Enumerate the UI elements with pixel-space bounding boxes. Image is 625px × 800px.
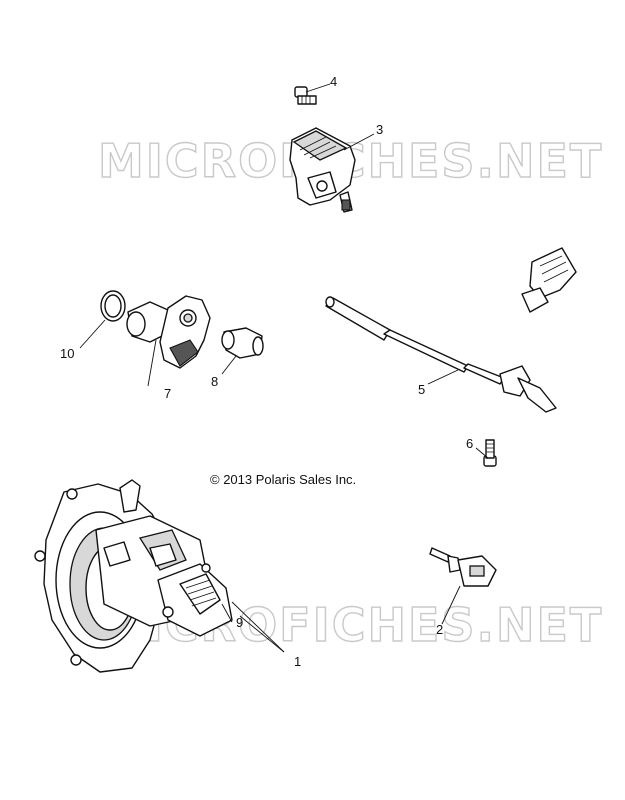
map-sensor-part-3 xyxy=(289,127,356,213)
leader-7 xyxy=(147,339,157,387)
leader-8 xyxy=(221,355,237,375)
sleeve-part-8 xyxy=(221,327,264,359)
temp-sensor-part-2 xyxy=(429,547,497,587)
callout-8: 8 xyxy=(211,374,218,389)
o-ring-part-10 xyxy=(100,290,126,322)
callout-5: 5 xyxy=(418,382,425,397)
callout-10: 10 xyxy=(60,346,74,361)
bolt-part-6 xyxy=(483,439,497,467)
leader-2 xyxy=(441,585,461,625)
callout-9: 9 xyxy=(236,615,243,630)
leader-1b xyxy=(239,615,285,653)
callout-3: 3 xyxy=(376,122,383,137)
leader-4 xyxy=(305,83,331,93)
leader-10 xyxy=(79,319,106,349)
speed-sensor-part-7 xyxy=(126,295,211,369)
bolt-part-4 xyxy=(294,86,317,105)
callout-7: 7 xyxy=(164,386,171,401)
callout-1: 1 xyxy=(294,654,301,669)
leader-6 xyxy=(475,447,489,459)
leader-9 xyxy=(221,603,233,623)
callout-2: 2 xyxy=(436,622,443,637)
leader-5 xyxy=(427,369,459,385)
leader-3 xyxy=(343,133,375,151)
throttle-body-part-1 xyxy=(34,479,233,673)
callout-4: 4 xyxy=(330,74,337,89)
copyright-notice: © 2013 Polaris Sales Inc. xyxy=(210,472,356,487)
callout-6: 6 xyxy=(466,436,473,451)
probe-sensor-part-5 xyxy=(325,247,577,413)
leader-1a xyxy=(231,601,285,653)
